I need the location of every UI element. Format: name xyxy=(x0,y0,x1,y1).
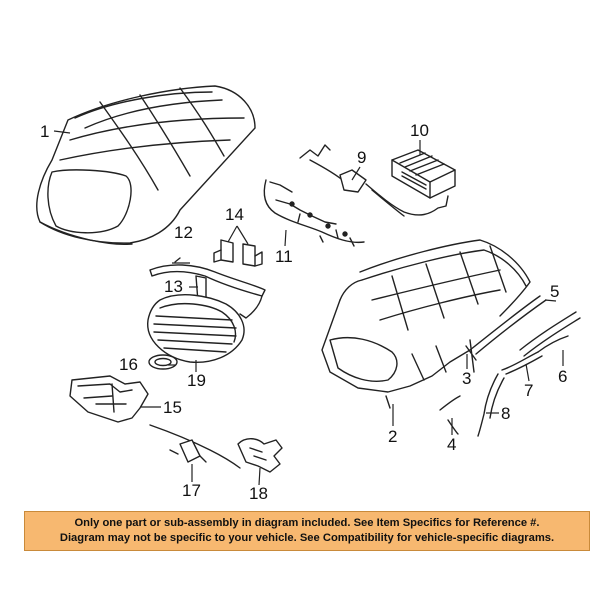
part-label-17: 17 xyxy=(182,481,201,500)
part-2-top-frame-drawing xyxy=(321,239,531,409)
part-label-3: 3 xyxy=(462,369,471,388)
part-label-8: 8 xyxy=(501,404,510,423)
part-9-cable-drawing xyxy=(299,144,449,217)
part-label-9: 9 xyxy=(357,148,366,167)
part-10-control-module-drawing xyxy=(391,149,456,199)
part-label-15: 15 xyxy=(163,398,182,417)
part-15-latch-housing-drawing xyxy=(69,375,149,423)
part-18-latch-drawing xyxy=(237,438,283,473)
part-label-19: 19 xyxy=(187,371,206,390)
part-1-top-cover-drawing xyxy=(36,85,256,246)
part-label-13: 13 xyxy=(164,277,183,296)
part-label-6: 6 xyxy=(558,367,567,386)
weatherstrips-drawing xyxy=(439,295,581,437)
disclaimer-line-1: Only one part or sub-assembly in diagram… xyxy=(74,517,540,529)
part-label-18: 18 xyxy=(249,484,268,503)
part-label-14: 14 xyxy=(225,205,244,224)
part-17-cable-drawing xyxy=(149,424,241,469)
part-label-5: 5 xyxy=(550,282,559,301)
leader-lines xyxy=(53,130,564,486)
part-label-16: 16 xyxy=(119,355,138,374)
part-16-grommet-drawing xyxy=(148,354,178,370)
part-label-12: 12 xyxy=(174,223,193,242)
part-12-molding-drawing xyxy=(149,257,266,319)
part-label-4: 4 xyxy=(447,435,456,454)
part-label-11: 11 xyxy=(275,247,293,266)
part-label-10: 10 xyxy=(410,121,429,140)
part-label-2: 2 xyxy=(388,427,397,446)
part-11-harness-drawing xyxy=(263,179,365,247)
part-14-brackets-drawing xyxy=(213,239,263,267)
disclaimer-banner: Only one part or sub-assembly in diagram… xyxy=(24,511,590,551)
disclaimer-line-2: Diagram may not be specific to your vehi… xyxy=(59,532,555,544)
part-label-1: 1 xyxy=(40,122,49,141)
part-19-grille-drawing xyxy=(147,294,245,363)
part-label-7: 7 xyxy=(524,381,533,400)
